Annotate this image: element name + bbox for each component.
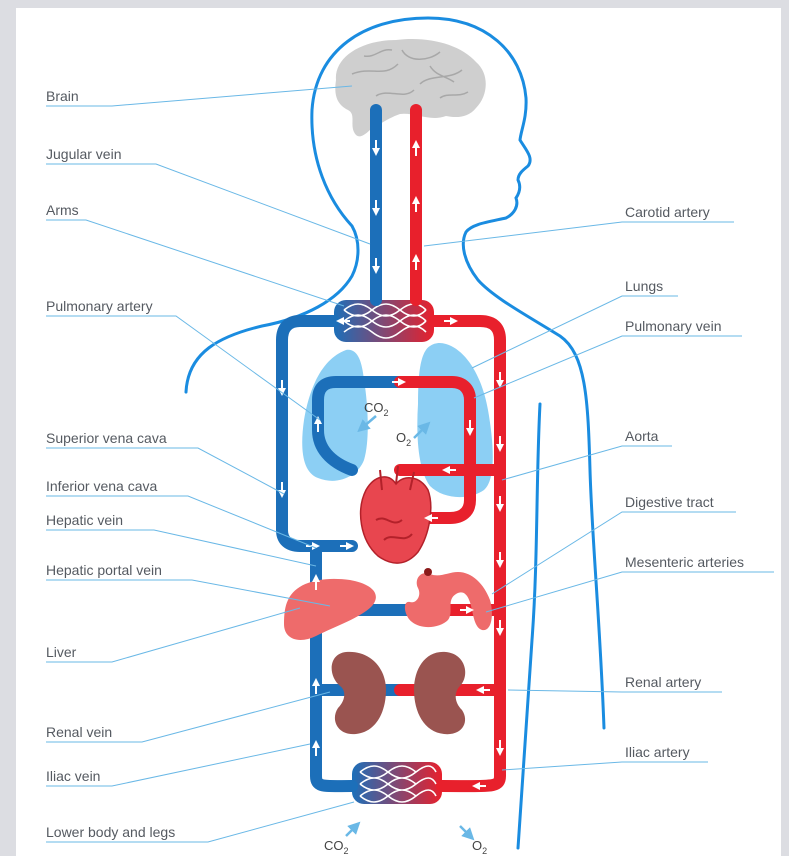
co2-body-label: CO2 <box>324 838 349 856</box>
digestive-tract-shape <box>405 572 492 630</box>
label-hepatic-vein: Hepatic vein <box>46 512 123 528</box>
label-arms: Arms <box>46 202 79 218</box>
label-pulmonary-artery: Pulmonary artery <box>46 298 153 314</box>
label-inferior-vena-cava: Inferior vena cava <box>46 478 157 494</box>
label-lungs: Lungs <box>625 278 663 294</box>
co2-body-arrow <box>346 826 356 836</box>
digestive-tract-opening <box>424 568 432 576</box>
frame-left <box>0 0 16 856</box>
label-jugular-vein: Jugular vein <box>46 146 122 162</box>
label-iliac-vein: Iliac vein <box>46 768 100 784</box>
co2-lung-label: CO2 <box>364 400 389 418</box>
label-liver: Liver <box>46 644 77 660</box>
frame-top <box>0 0 789 8</box>
heart-shape <box>361 477 431 563</box>
label-hepatic-portal-vein: Hepatic portal vein <box>46 562 162 578</box>
frame-right <box>781 0 789 856</box>
label-digestive-tract: Digestive tract <box>625 494 714 510</box>
liver-shape <box>284 579 376 640</box>
o2-lung-label: O2 <box>396 430 411 448</box>
label-pulmonary-vein: Pulmonary vein <box>625 318 722 334</box>
body-outline <box>186 18 604 728</box>
label-lower-body-and-legs: Lower body and legs <box>46 824 175 840</box>
label-superior-vena-cava: Superior vena cava <box>46 430 167 446</box>
label-renal-artery: Renal artery <box>625 674 701 690</box>
label-iliac-artery: Iliac artery <box>625 744 690 760</box>
label-mesenteric-arteries: Mesenteric arteries <box>625 554 744 570</box>
label-carotid-artery: Carotid artery <box>625 204 710 220</box>
label-aorta: Aorta <box>625 428 659 444</box>
label-brain: Brain <box>46 88 79 104</box>
o2-body-arrow <box>460 826 470 836</box>
label-renal-vein: Renal vein <box>46 724 112 740</box>
o2-body-label: O2 <box>472 838 487 856</box>
